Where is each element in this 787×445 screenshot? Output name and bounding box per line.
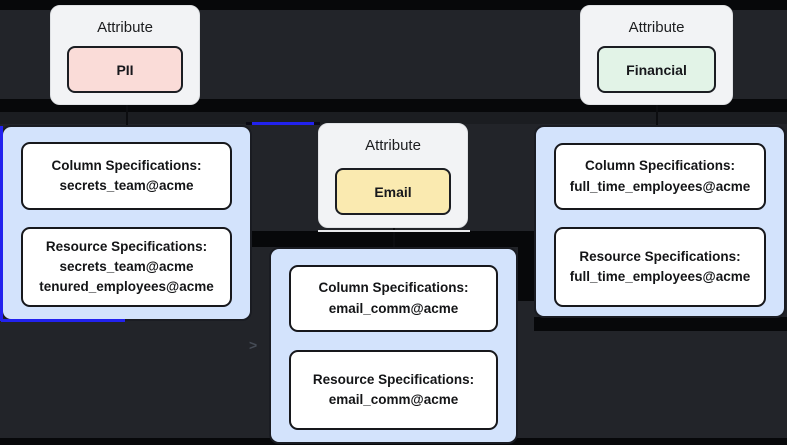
resource-spec-value: email_comm@acme (328, 392, 459, 407)
attribute-node-pii[interactable]: Attribute PII (50, 5, 200, 105)
column-spec-heading: Column Specifications: (584, 158, 736, 174)
background-band (0, 112, 787, 124)
resource-spec-box-financial[interactable]: Resource Specifications: full_time_emplo… (554, 227, 766, 307)
attribute-node-email[interactable]: Attribute Email (318, 123, 468, 228)
column-spec-value: secrets_team@acme (59, 178, 194, 193)
attribute-node-financial[interactable]: Attribute Financial (580, 5, 733, 105)
spec-group-email[interactable]: Column Specifications: email_comm@acme R… (269, 247, 518, 444)
resource-spec-heading: Resource Specifications: (312, 371, 475, 387)
column-spec-value: full_time_employees@acme (569, 178, 751, 194)
background-band (534, 317, 787, 331)
resource-spec-value: tenured_employees@acme (39, 279, 214, 295)
edge-financial-to-specs (656, 103, 658, 127)
attribute-node-title: Attribute (97, 19, 153, 36)
edge-arrowhead-icon: > (249, 337, 258, 353)
attribute-node-title: Attribute (628, 19, 685, 36)
column-spec-value: email_comm@acme (328, 300, 459, 316)
selected-edge-left (0, 126, 3, 321)
resource-spec-box-email[interactable]: Resource Specifications: email_comm@acme (289, 350, 498, 430)
attribute-badge-email[interactable]: Email (335, 168, 451, 215)
attribute-node-title: Attribute (365, 137, 421, 154)
resource-spec-value: secrets_team@acme (59, 258, 194, 274)
edge-email-underline (318, 230, 470, 232)
resource-spec-heading: Resource Specifications: (45, 238, 208, 254)
column-spec-box-financial[interactable]: Column Specifications: full_time_employe… (554, 143, 766, 210)
background-band (518, 231, 536, 301)
spec-group-pii[interactable]: Column Specifications: secrets_team@acme… (1, 125, 252, 321)
resource-spec-box-pii[interactable]: Resource Specifications: secrets_team@ac… (21, 227, 232, 307)
resource-spec-heading: Resource Specifications: (579, 248, 741, 264)
edge-email-to-specs (393, 226, 395, 249)
column-spec-box-pii[interactable]: Column Specifications: secrets_team@acme (21, 142, 232, 210)
selected-edge-bottom (1, 319, 125, 322)
attribute-badge-financial[interactable]: Financial (597, 46, 716, 93)
spec-group-financial[interactable]: Column Specifications: full_time_employe… (534, 125, 786, 318)
column-spec-heading: Column Specifications: (51, 157, 202, 173)
edge-pii-to-specs (126, 103, 128, 127)
attribute-badge-pii[interactable]: PII (67, 46, 183, 93)
background-band (0, 0, 787, 10)
column-spec-heading: Column Specifications: (318, 280, 469, 296)
column-spec-box-email[interactable]: Column Specifications: email_comm@acme (289, 265, 498, 332)
selected-edge-top (246, 122, 320, 125)
resource-spec-value: full_time_employees@acme (569, 269, 751, 284)
